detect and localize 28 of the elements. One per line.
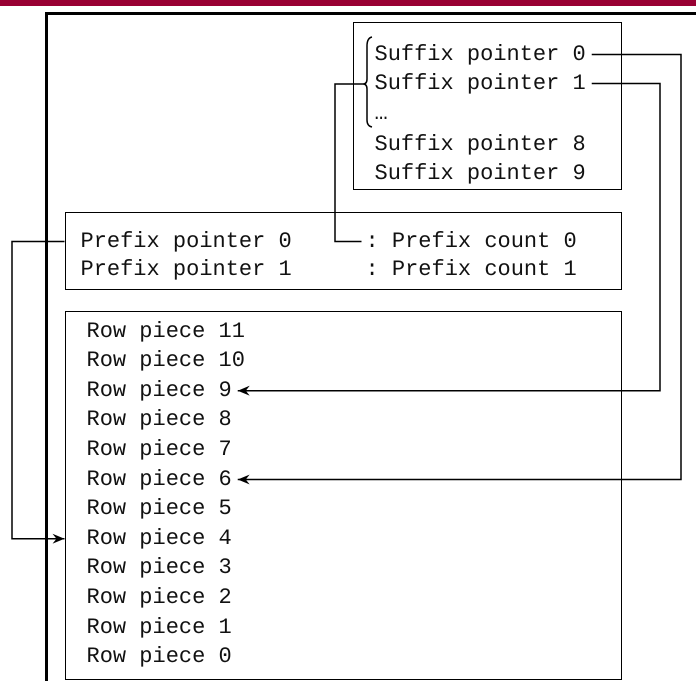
field-label: Row piece 1: [64, 614, 238, 642]
field-label: Row piece 10: [64, 347, 251, 376]
field-label: : Prefix count 1: [362, 256, 583, 284]
field-label: Row piece 0: [64, 643, 238, 672]
field-label: Row piece 9: [64, 376, 238, 405]
field-label: : Prefix count 0: [362, 228, 583, 256]
field-label: Row piece 7: [64, 436, 238, 464]
field-label: Row piece 2: [64, 584, 238, 612]
field-label: Suffix pointer 0: [352, 40, 592, 68]
field-label: Prefix pointer 0: [64, 228, 298, 256]
arrow: [238, 82, 661, 396]
field-label: Row piece 4: [64, 524, 238, 553]
record-box: [353, 22, 622, 190]
field-label: Suffix pointer 1: [352, 70, 592, 98]
field-label: Row piece 6: [64, 466, 238, 494]
field-label: …: [352, 100, 394, 128]
field-label: Prefix pointer 1: [64, 256, 298, 284]
field-label: Row piece 5: [64, 495, 238, 524]
field-label: Suffix pointer 9: [352, 160, 592, 188]
field-label: Suffix pointer 8: [352, 130, 592, 158]
record-box: [65, 311, 622, 680]
record-box: [65, 212, 622, 290]
field-label: Row piece 3: [64, 554, 238, 582]
field-label: Row piece 11: [64, 318, 251, 346]
arrow: [11, 240, 64, 544]
connector-line: [334, 83, 362, 242]
arrow: [238, 54, 682, 484]
field-label: Row piece 8: [64, 406, 238, 434]
